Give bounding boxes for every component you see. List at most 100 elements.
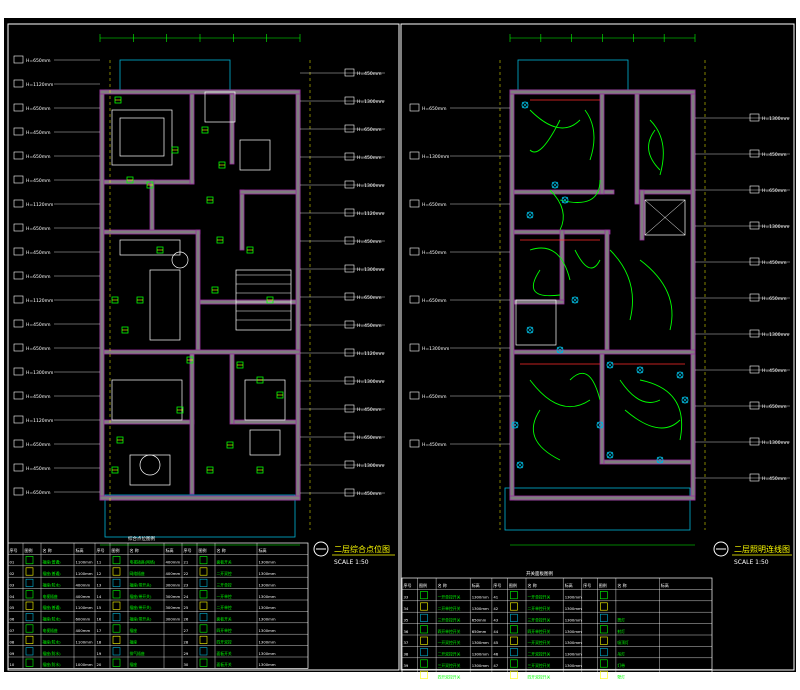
right-legend-cell-6-0: 39: [404, 663, 409, 668]
left-legend-cell-3-8: 24: [184, 594, 189, 599]
right-wall-10: [639, 189, 692, 195]
right-legend-symbol-icon-5-1: [420, 648, 428, 657]
left-legend-symbol-icon-8-5: [112, 647, 121, 656]
right-legend-header-6: 名 称: [528, 582, 537, 588]
left-callout-r-text-7: H=1300mm: [357, 267, 384, 273]
left-wall-15: [229, 353, 235, 425]
right-wall-5: [599, 93, 605, 195]
right-callout-r-text-7: H=450mm: [762, 368, 787, 374]
right-callout-l-text-1: H=1300mm: [422, 154, 449, 160]
light-symbol-1: [551, 181, 559, 189]
left-legend-symbol-icon-0-1: [25, 556, 34, 565]
left-legend-cell-5-4: 16: [97, 617, 102, 622]
left-callout-l-box-12: [13, 343, 24, 352]
left-legend-cell-0-8: 21: [184, 560, 189, 565]
left-legend-header-2: 名 称: [43, 547, 52, 553]
left-legend-header-4: 序号: [97, 547, 105, 553]
right-legend-cell-7-0: 40: [404, 674, 409, 679]
left-wall-1: [295, 89, 301, 501]
left-callout-r-box-1: [344, 96, 355, 105]
right-legend-cell-7-3: 1300mm: [472, 674, 489, 679]
right-legend-cell-2-10: 筒灯: [617, 617, 625, 622]
right-stair-block: [644, 199, 686, 236]
left-callout-r-box-3: [344, 152, 355, 161]
lighting-wire-1: [529, 119, 561, 153]
left-legend-cell-1-4: 12: [97, 571, 102, 576]
lighting-wire-14: [624, 409, 681, 429]
right-legend-cell-1-4: 42: [493, 606, 498, 611]
lighting-wire-6: [532, 269, 561, 297]
left-callout-r-box-9: [344, 320, 355, 329]
left-legend-symbol-icon-6-9: [199, 624, 208, 633]
right-legend-cell-4-2: 一开双控开关: [438, 640, 461, 645]
right-legend-cell-4-0: 37: [404, 640, 409, 645]
left-callout-l-box-5: [13, 175, 24, 184]
left-wall-16: [233, 419, 297, 425]
left-wall-7: [103, 229, 201, 235]
right-legend-symbol-icon-4-1: [420, 636, 428, 645]
right-legend-header-4: 序号: [493, 582, 501, 588]
left-outlet-symbols: [111, 96, 284, 474]
right-callout-l-box-7: [409, 439, 420, 448]
left-callout-l-box-8: [13, 247, 24, 256]
left-legend-symbol-icon-4-9: [199, 601, 208, 610]
right-floor-plan: [504, 59, 696, 531]
left-callout-l-text-16: H=650mm: [26, 442, 51, 448]
right-sheet-scale: SCALE 1:50: [734, 559, 769, 566]
right-legend-cell-5-0: 38: [404, 652, 409, 657]
right-legend-symbol-icon-7-5: [510, 670, 518, 679]
left-wall-3: [99, 495, 301, 501]
left-legend-cell-1-6: 网络插座: [130, 571, 145, 576]
left-callout-l-box-4: [13, 151, 24, 160]
left-legend-cell-3-3: 400mm: [76, 594, 91, 599]
left-legend-cell-6-10: 四开单控: [217, 628, 232, 633]
left-legend-cell-0-2: 插座(普通): [43, 560, 62, 565]
right-legend-cell-2-2: 三开单控开关: [438, 617, 461, 622]
left-callout-r-box-11: [344, 376, 355, 385]
left-legend-cell-6-6: 插座: [130, 628, 138, 633]
right-callout-r-box-6: [749, 329, 760, 338]
left-callout-l-text-17: H=450mm: [26, 466, 51, 472]
left-callout-l-text-3: H=450mm: [26, 130, 51, 136]
right-callout-l-box-1: [409, 151, 420, 160]
light-symbol-x2-3: [526, 211, 534, 219]
right-legend-cell-6-6: 三开双控开关: [528, 663, 551, 668]
left-legend-symbol-icon-9-9: [199, 658, 208, 667]
right-legend-symbol-icon-4-5: [510, 636, 518, 645]
right-legend-cell-1-7: 1300mm: [565, 606, 582, 611]
left-wall-0: [99, 89, 105, 501]
left-legend-header-11: 标高: [259, 547, 267, 553]
right-legend-header-7: 标高: [565, 582, 573, 588]
left-legend-symbol-icon-1-1: [25, 567, 34, 576]
light-symbol-x2-15: [556, 346, 564, 354]
left-legend-cell-4-3: 1100mm: [76, 605, 93, 610]
left-legend-symbol-icon-6-5: [112, 624, 121, 633]
left-legend-cell-4-7: 300mm: [166, 605, 181, 610]
left-legend-header-9: 图例: [199, 547, 207, 553]
right-callout-r-text-5: H=650mm: [762, 296, 787, 302]
right-legend-cell-3-3: 650mm: [472, 629, 487, 634]
left-sheet-title: 二层综合点位图: [334, 544, 390, 554]
left-legend-cell-8-4: 19: [97, 651, 102, 656]
left-callout-r-text-3: H=450mm: [357, 155, 382, 161]
right-legend-symbol-icon-1-1: [420, 602, 428, 611]
left-legend-cell-2-2: 插座(防水): [43, 582, 62, 587]
right-legend-cell-7-10: 壁灯: [617, 674, 625, 679]
left-legend-cell-7-6: 插座: [130, 639, 138, 644]
right-legend-cell-4-7: 1300mm: [565, 640, 582, 645]
right-sheet-title: 二层照明连线图: [734, 544, 790, 554]
right-legend-cell-2-6: 三开单控开关: [528, 617, 551, 622]
left-legend-cell-5-2: 插座(防水): [43, 617, 62, 622]
left-legend-symbol-icon-9-1: [25, 658, 34, 667]
left-sheet-frame: [7, 23, 400, 671]
right-callout-l-text-3: H=450mm: [422, 250, 447, 256]
left-wall-14: [189, 353, 195, 495]
right-legend-cell-2-4: 43: [493, 617, 498, 622]
left-legend-cell-7-0: 08: [10, 639, 15, 644]
left-legend-cell-9-11: 1300mm: [259, 662, 276, 667]
right-legend-cell-3-7: 1300mm: [565, 629, 582, 634]
left-legend-header-0: 序号: [10, 547, 18, 553]
light-symbol-x2-8: [676, 371, 684, 379]
left-legend-cell-5-8: 26: [184, 617, 189, 622]
right-callout-l-text-7: H=450mm: [422, 442, 447, 448]
